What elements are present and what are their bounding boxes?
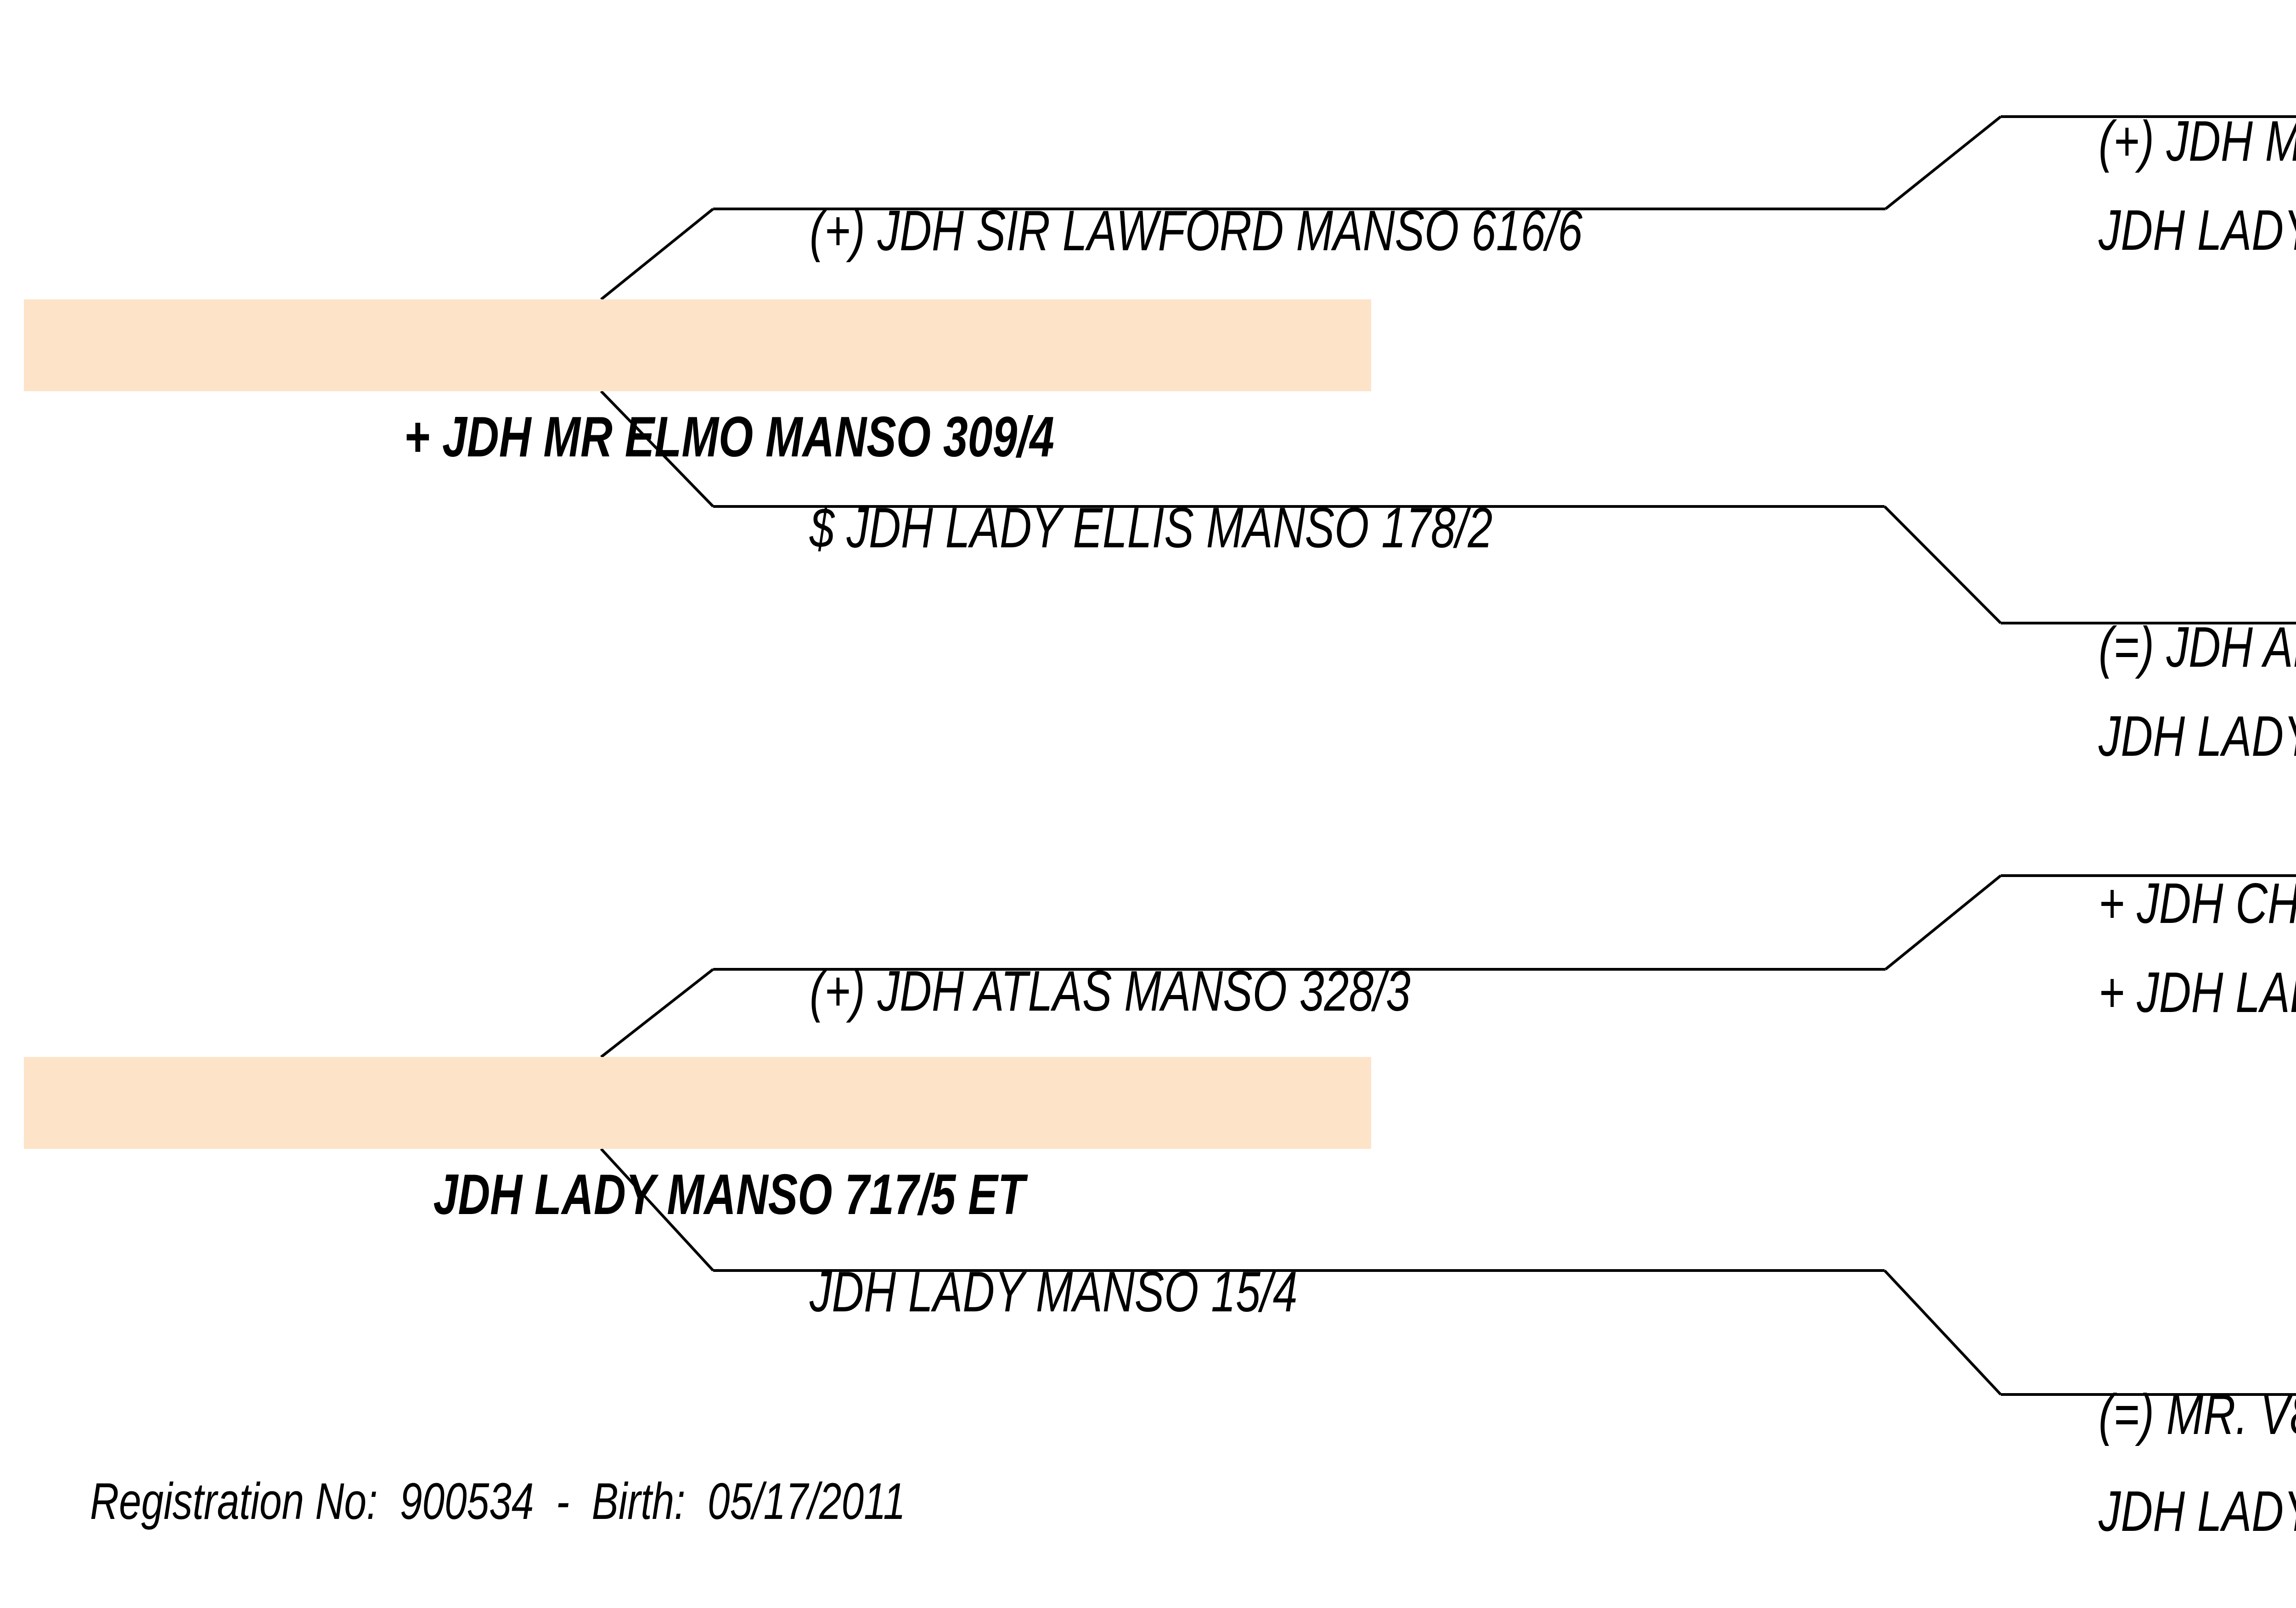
pedigree-connector-lines (600, 115, 2296, 1396)
dam-dam-label: JDH LADY MANSO 15/4 (809, 1260, 1298, 1324)
dam-sire-sire-label: + JDH CHARLEY'S JAZZ 946/1 (2098, 872, 2296, 935)
dam-sire-dam-label: + JDH LADY MANSO 251/9 (2098, 961, 2296, 1024)
sire-sire-dam-label: JDH LADY BARA MANSO 162/5 (2098, 199, 2296, 262)
dam-dam-dam-label: JDH LADY MANSO 125/3 (2098, 1480, 2296, 1543)
sire-name: + JDH MR ELMO MANSO 309/4 (404, 405, 1054, 469)
sire-dam-sire-label: (=) JDH ARMAND LANE MANSO 424/1 (2098, 616, 2296, 679)
sire-sire-label: (+) JDH SIR LAWFORD MANSO 616/6 (809, 199, 1582, 263)
sire-dam-dam-label: JDH LADY BUD MANSO 123/1 (2098, 705, 2296, 768)
sire-dam-label: $ JDH LADY ELLIS MANSO 178/2 (809, 496, 1493, 560)
dam-highlight-box: JDH LADY MANSO 717/5 ET (24, 1057, 1371, 1226)
sire-highlight-box: + JDH MR ELMO MANSO 309/4 (24, 299, 1371, 469)
registration-info: Registration No: 900534 - Birth: 05/17/2… (90, 1473, 906, 1530)
pedigree-chart: + JDH MR ELMO MANSO 309/4 JDH LADY MANSO… (24, 110, 2296, 1543)
dam-dam-sire-label: (=) MR. V8 332/4 (2098, 1383, 2296, 1446)
sire-sire-sire-label: (+) JDH MADISON DE MANSO 737/4 (2098, 110, 2296, 173)
dam-name: JDH LADY MANSO 717/5 ET (433, 1163, 1025, 1226)
dam-sire-label: (+) JDH ATLAS MANSO 328/3 (809, 960, 1411, 1023)
